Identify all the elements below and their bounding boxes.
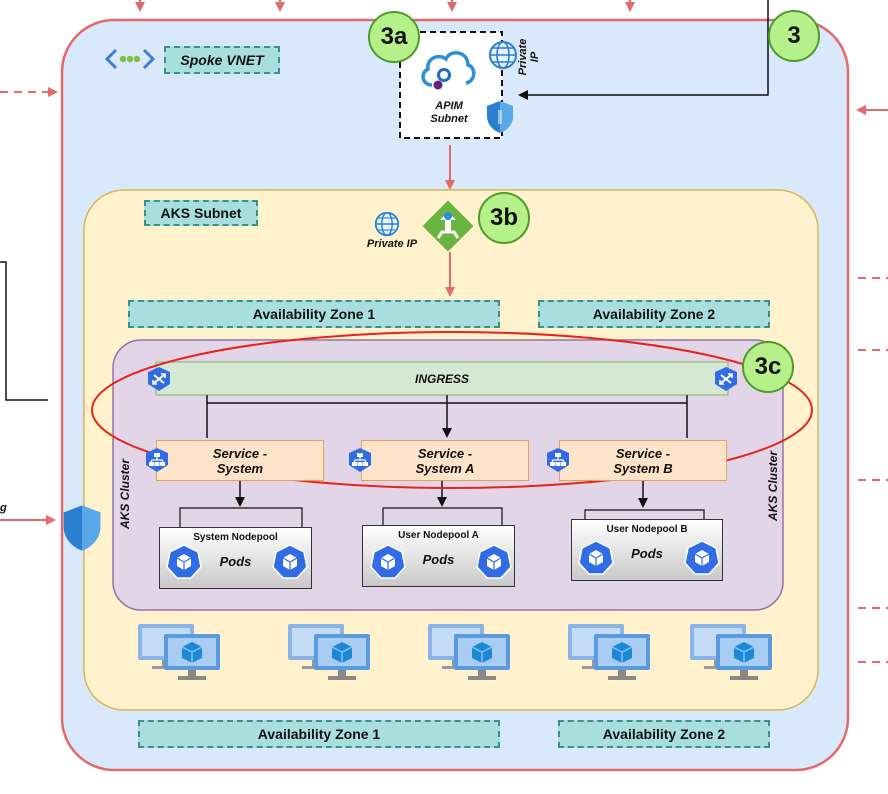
zone-label-bottom-1: Availability Zone 1 [138, 720, 500, 748]
kubernetes-pod-icon [476, 544, 512, 579]
badge-3a: 3a [368, 11, 420, 63]
vnet-icon [104, 48, 156, 70]
right-dashed-stubs [858, 277, 888, 663]
nodepool-pods: Pods [631, 546, 663, 561]
aks-cluster-label-right: AKS Cluster [766, 451, 780, 522]
aks-subnet-label: AKS Subnet [144, 200, 258, 226]
zone-label-top-1: Availability Zone 1 [128, 300, 500, 328]
globe-icon [489, 41, 517, 69]
kubernetes-pod-icon [370, 544, 406, 579]
service-icon [547, 448, 569, 472]
service-to-nodepool-arrows [235, 481, 648, 508]
vm-icon [568, 624, 650, 680]
service-system: Service -System [156, 440, 324, 481]
globe-icon [374, 211, 400, 237]
nodepool-pods: Pods [219, 554, 252, 569]
ingress-fanout [206, 395, 688, 438]
gateway-icon [422, 200, 474, 252]
nodepool-label: User Nodepool A [398, 530, 479, 541]
spoke-vnet-label: Spoke VNET [164, 46, 280, 74]
ingress-icon [715, 367, 737, 391]
zone-label-top-2: Availability Zone 2 [538, 300, 770, 328]
kubernetes-pod-icon [272, 544, 308, 579]
aks-cluster-label-left: AKS Cluster [118, 459, 132, 530]
shield-icon [63, 505, 101, 551]
vm-icon [288, 624, 370, 680]
shield-icon [487, 101, 513, 133]
apim-subnet-box [399, 31, 503, 139]
ingress-icon [148, 367, 170, 391]
apim-label: APIM Subnet [430, 100, 468, 125]
service-system-b: Service -System B [559, 440, 727, 481]
zone-label-bottom-2: Availability Zone 2 [558, 720, 770, 748]
nodepool-label: User Nodepool B [606, 524, 688, 535]
vm-icon [690, 624, 772, 680]
vm-icon [428, 624, 510, 680]
ingress-label: INGRESS [414, 371, 469, 386]
service-icon [146, 448, 168, 472]
top-incoming-arrows [135, 0, 635, 12]
badge-3: 3 [768, 10, 820, 62]
nodepool-label: System Nodepool [193, 532, 278, 543]
kubernetes-pod-icon [578, 540, 614, 575]
badge-3b: 3b [478, 192, 530, 244]
kubernetes-pod-icon [166, 544, 202, 579]
highlight-ellipse [91, 331, 813, 489]
kubernetes-pod-icon [684, 540, 720, 575]
service-icon [349, 448, 371, 472]
badge-3c: 3c [742, 341, 794, 393]
nodepool-brackets [179, 507, 705, 527]
vm-icon [138, 624, 220, 680]
nodepool-pods: Pods [422, 552, 455, 567]
apim-icon [421, 51, 476, 90]
aks-private-ip-label: Private IP [366, 238, 418, 250]
left-cut-label: g [0, 502, 7, 514]
apim-private-ip-label: Private IP [517, 38, 541, 76]
left-connector [0, 261, 48, 401]
service-system-a: Service -System A [361, 440, 529, 481]
